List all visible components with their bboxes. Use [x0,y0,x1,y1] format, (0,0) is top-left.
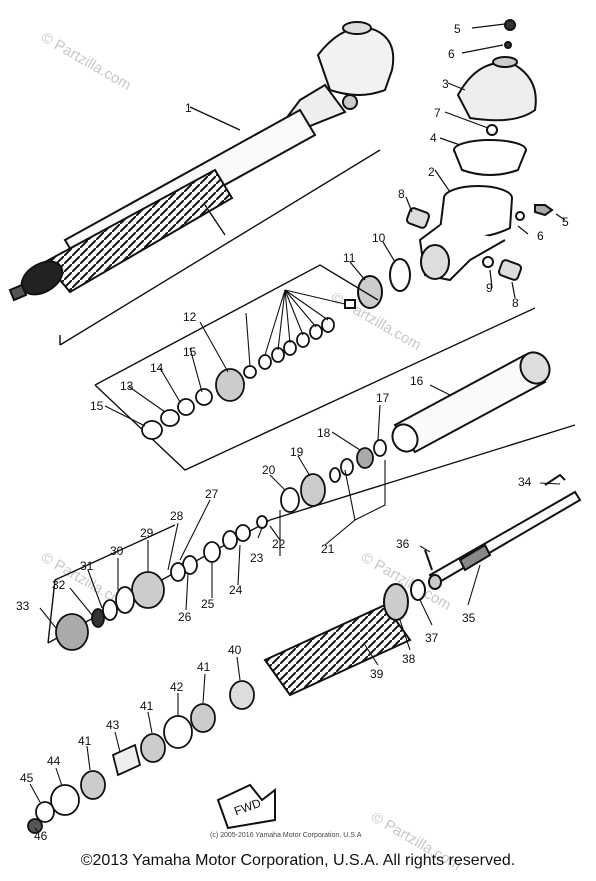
fwd-arrow-icon: FWD [216,783,276,830]
shim-stack [141,317,335,440]
valve-leaders [269,404,386,546]
rod-leaders [364,482,561,666]
part-label: 41 [197,660,211,674]
piston-parts [55,515,268,651]
part-label: 45 [20,771,34,785]
part-label: 37 [425,631,439,645]
part-label: 6 [448,47,455,61]
part-label: 8 [398,187,405,201]
watermark: © Partzilla.com [38,29,134,94]
part-label: 18 [317,426,331,440]
shim-leaders [104,289,346,427]
shock-strut-assembly [8,21,395,302]
assembly-bracket [59,149,381,346]
part-label: 33 [16,599,30,613]
upper-housing-group [344,19,554,309]
part-label: 16 [410,374,424,388]
part-label: 3 [442,77,449,91]
part-label: 10 [372,231,386,245]
part-label: 14 [150,361,164,375]
damper-rod [424,473,582,590]
footer-copyright: ©2013 Yamaha Motor Corporation, U.S.A. A… [80,852,516,869]
leader-line [189,106,241,131]
part-label: 1 [185,101,192,115]
part-label: 31 [80,559,94,573]
part-label: 36 [396,537,410,551]
part-label: 25 [201,597,215,611]
group-frame [94,264,536,471]
part-label: 13 [120,379,134,393]
part-label: 15 [90,399,104,413]
part-label: 23 [250,551,264,565]
bottom-parts [27,680,255,834]
part-label: 6 [537,229,544,243]
part-label: 34 [518,475,532,489]
part-label: 26 [178,610,192,624]
part-label: 28 [170,509,184,523]
part-label: 43 [106,718,120,732]
part-label: 39 [370,667,384,681]
part-label: 27 [205,487,219,501]
main-spring [263,579,426,697]
part-label: 15 [183,345,197,359]
part-label: 12 [183,310,197,324]
part-label: 41 [140,699,154,713]
housing-leaders [349,23,566,299]
part-label: 32 [52,578,66,592]
part-label: 24 [229,583,243,597]
part-label: 20 [262,463,276,477]
part-label: 11 [343,251,356,265]
part-label: 41 [78,734,92,748]
part-label: 19 [290,445,304,459]
part-label: 9 [486,281,493,295]
inner-tube [391,351,551,454]
part-label: 2 [428,165,435,179]
part-label: 30 [110,544,124,558]
part-label: 42 [170,680,184,694]
part-label: 38 [402,652,416,666]
valve-parts [280,439,387,513]
part-label: 44 [47,754,61,768]
part-label: 17 [376,391,390,405]
part-label: 40 [228,643,242,657]
part-label: 8 [512,296,519,310]
part-label: 5 [454,22,461,36]
part-label: 7 [434,106,441,120]
part-label: 35 [462,611,476,625]
part-labels: 1 2 3 4 5 5 6 6 7 8 8 9 10 11 12 13 14 1… [16,22,569,843]
part-label: 21 [321,542,335,556]
leader-line [204,204,226,236]
part-label: 5 [562,215,569,229]
diagram-copyright: (c) 2005-2016 Yamaha Motor Corporation, … [210,832,362,839]
part-label: 29 [140,526,154,540]
piston-leaders [39,499,281,629]
part-label: 4 [430,131,437,145]
bottom-leaders [29,656,241,833]
leader-line [429,384,451,396]
part-label: 46 [34,829,48,843]
part-label: 22 [272,537,286,551]
